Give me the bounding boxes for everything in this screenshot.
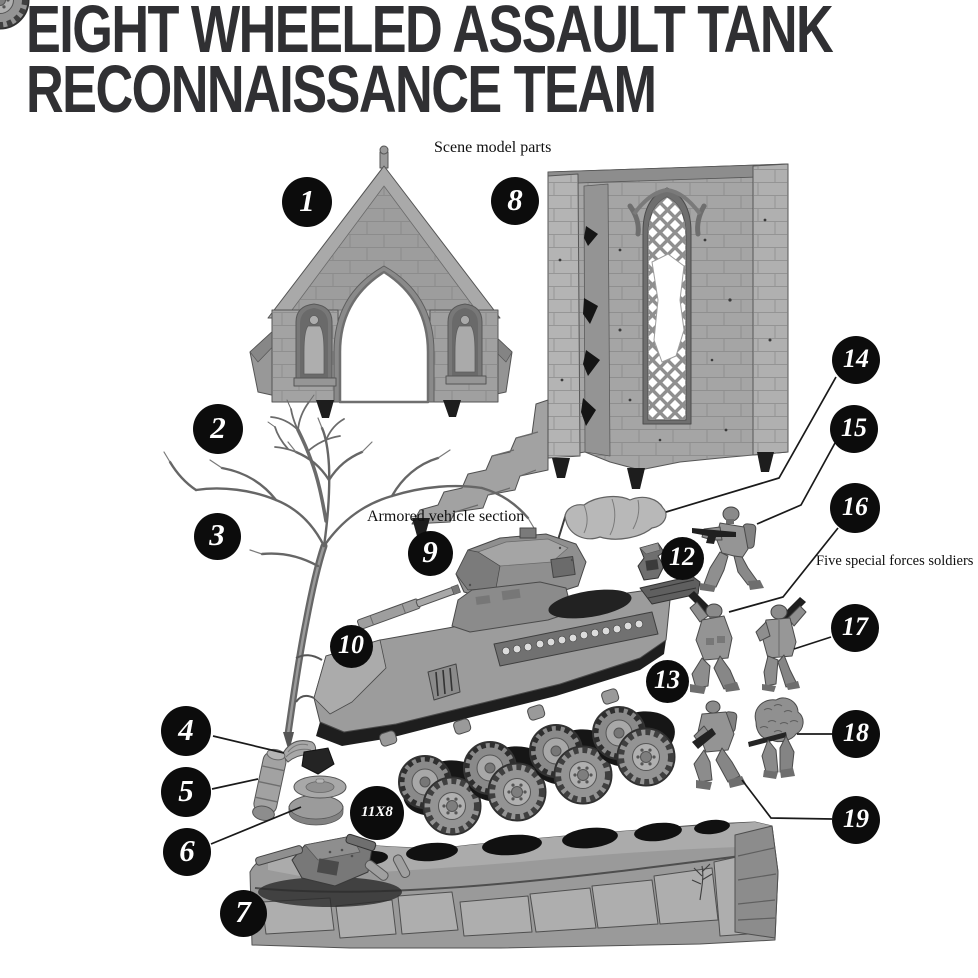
part-lid-discs	[288, 775, 347, 826]
part-terrain-base	[249, 819, 779, 949]
part-badge-1: 1	[282, 177, 332, 227]
machine-gun-wreck	[255, 833, 411, 907]
leader-line-19	[741, 779, 833, 820]
part-badge-6: 6	[163, 828, 211, 876]
part-badge-15: 15	[830, 405, 878, 453]
leader-lines	[210, 376, 839, 845]
label-armored-vehicle-section: Armored vehicle section	[367, 508, 525, 525]
part-badge-2: 2	[193, 404, 243, 454]
part-badge-18: 18	[832, 710, 880, 758]
part-badge-8: 8	[491, 177, 539, 225]
part-badge-11x8: 11X8	[350, 786, 404, 840]
label-five-special-forces-soldiers: Five special forces soldiers	[816, 553, 974, 569]
page-title: EIGHT WHEELED ASSAULT TANK RECONNAISSANC…	[26, 0, 834, 128]
part-church-arch	[249, 145, 513, 418]
part-badge-14: 14	[832, 336, 880, 384]
leader-line-5	[211, 778, 259, 790]
part-badge-16: 16	[830, 483, 880, 533]
part-badge-3: 3	[193, 512, 241, 560]
leader-line-6	[210, 806, 302, 845]
part-badge-4: 4	[161, 706, 211, 756]
part-badge-9: 9	[407, 530, 453, 576]
part-badge-5: 5	[161, 767, 211, 817]
leader-line-17	[793, 636, 832, 650]
part-tarp-roll	[564, 495, 667, 540]
part-badge-13: 13	[645, 659, 689, 703]
soldier-ghillie-sniper	[748, 697, 804, 779]
soldier-rifleman-4	[692, 700, 746, 790]
label-scene-model-parts: Scene model parts	[434, 139, 552, 156]
leader-line-16	[728, 527, 839, 613]
part-log-cylinder	[252, 748, 287, 821]
part-wheels	[0, 0, 682, 834]
part-cover-piece	[281, 740, 335, 775]
part-seat-block	[637, 542, 665, 581]
leader-line-4	[212, 735, 285, 754]
part-gun-barrel	[357, 584, 461, 630]
leader-line-14	[665, 376, 837, 513]
part-badge-17: 17	[831, 604, 879, 652]
title-line-1: EIGHT WHEELED ASSAULT TANK	[26, 0, 834, 67]
part-badge-12: 12	[660, 536, 704, 580]
leader-line-15	[756, 442, 836, 525]
soldiers-group	[688, 506, 807, 790]
part-tree-large	[163, 417, 535, 752]
part-badge-7: 7	[219, 889, 267, 937]
part-badge-19: 19	[832, 796, 880, 844]
part-hull	[295, 575, 701, 747]
part-ruined-wall	[411, 163, 789, 536]
soldier-rifleman-2	[688, 591, 740, 694]
soldier-rifleman-1	[692, 506, 764, 592]
part-badge-10: 10	[329, 624, 373, 668]
title-line-2: RECONNAISSANCE TEAM	[26, 52, 657, 128]
soldier-rifleman-3	[755, 597, 807, 692]
